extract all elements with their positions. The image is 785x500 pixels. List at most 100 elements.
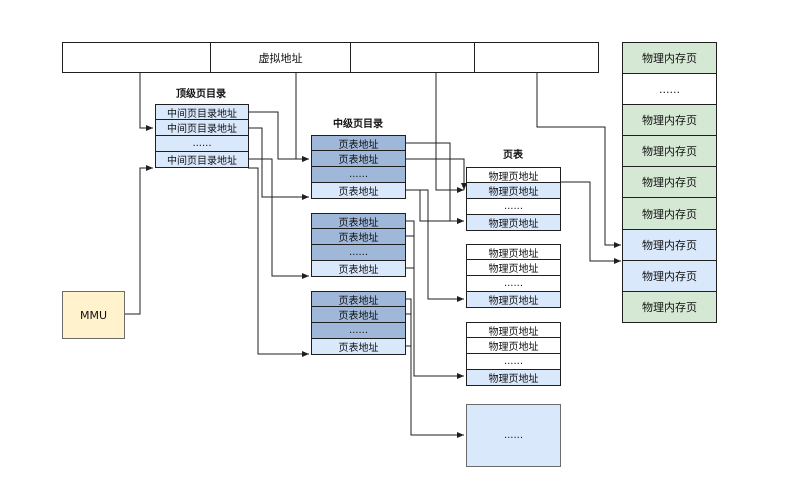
phys-mem-row-6: 物理内存页 [622, 197, 717, 230]
page-table-g1-row-4: 物理页地址 [466, 214, 561, 231]
mid-dir-title: 中级页目录 [333, 119, 383, 130]
mid-dir-g2-row-2: 页表地址 [311, 228, 406, 245]
mid-1d-to-pt-arrow [405, 189, 464, 302]
mid-dir-g3-row-4-label: 页表地址 [338, 343, 379, 354]
page-table-g2-row-1: 物理页地址 [466, 244, 561, 260]
mid-dir-g3-row-1: 页表地址 [311, 291, 406, 307]
top-dir-row-4-label: 中间页目录地址 [167, 156, 237, 167]
mid-dir-g2-row-3: ...... [311, 244, 406, 261]
mid-dir-g1-row-1: 页表地址 [311, 135, 406, 151]
page-table-g1-row-2: 物理页地址 [466, 182, 561, 199]
mid-dir-g1-row-4: 页表地址 [311, 182, 406, 199]
top-dir-to-mid-group-4-arrow [248, 167, 309, 357]
page-table-g2-row-3: ...... [466, 275, 561, 292]
mid-dir-g2-row-2-label: 页表地址 [338, 233, 379, 244]
mmu-box: MMU [62, 291, 125, 339]
mid-dir-g3-row-3: ...... [311, 322, 406, 339]
mid-dir-g2-row-3-label: ...... [348, 247, 369, 258]
page-table-g2-row-4: 物理页地址 [466, 291, 561, 308]
top-dir-row-1-label: 中间页目录地址 [167, 108, 237, 120]
mid-dir-g3-row-3-label: ...... [348, 325, 369, 336]
va-to-phys-mem-arrow [536, 73, 621, 248]
va-segment-1 [62, 42, 211, 73]
top-dir-row-1: 中间页目录地址 [155, 104, 249, 120]
va-to-top-dir-arrow [139, 73, 153, 131]
mid-1c-to-pt-arrow [405, 189, 464, 224]
phys-mem-row-1: 物理内存页 [622, 42, 717, 74]
va-segment-3 [350, 42, 475, 73]
mid-2-to-pt-arrow [405, 220, 464, 379]
mid-dir-g2-row-4: 页表地址 [311, 260, 406, 277]
va-segment-2: 虚拟地址 [210, 42, 351, 73]
page-table-g1-row-1-label: 物理页地址 [488, 171, 539, 183]
mid-1b-to-pt-arrow [405, 158, 467, 190]
top-dir-row-3: ...... [155, 135, 249, 152]
page-table-g3-row-4: 物理页地址 [466, 369, 561, 386]
page-table-g2-row-4-label: 物理页地址 [488, 296, 539, 307]
pt-to-phys-mem-arrow [560, 181, 621, 264]
mmu-to-top-dir-arrow [124, 165, 153, 315]
page-table-g1-row-3-label: ...... [503, 201, 524, 212]
top-dir-to-mid-group-2-arrow [248, 127, 309, 200]
top-dir-row-4: 中间页目录地址 [155, 151, 249, 168]
page-table-g1-row-4-label: 物理页地址 [488, 219, 539, 230]
mid-dir-g1-row-2-label: 页表地址 [338, 155, 379, 166]
mid-dir-g3-row-2: 页表地址 [311, 306, 406, 323]
phys-mem-row-5-label: 物理内存页 [642, 176, 697, 189]
phys-mem-row-4: 物理内存页 [622, 135, 717, 167]
mid-dir-g1-row-1-label: 页表地址 [338, 139, 379, 151]
mid-dir-g1-row-3: ...... [311, 166, 406, 183]
top-dir-title: 顶级页目录 [176, 89, 226, 100]
phys-mem-row-5: 物理内存页 [622, 166, 717, 198]
va-to-page-table-arrow [435, 73, 464, 193]
phys-mem-row-1-label: 物理内存页 [642, 52, 697, 65]
mid-dir-g1-row-4-label: 页表地址 [338, 187, 379, 198]
top-dir-row-2: 中间页目录地址 [155, 119, 249, 136]
mid-dir-g2-row-1-label: 页表地址 [338, 217, 379, 229]
phys-mem-row-9-label: 物理内存页 [642, 301, 697, 314]
page-table-g3-row-2: 物理页地址 [466, 337, 561, 354]
mid-dir-g1-row-3-label: ...... [348, 169, 369, 180]
phys-mem-row-2: ...... [622, 73, 717, 105]
top-dir-row-3-label: ...... [192, 138, 212, 149]
phys-mem-row-7-label: 物理内存页 [642, 239, 697, 252]
mid-dir-g2-row-4-label: 页表地址 [338, 265, 379, 276]
va-to-mid-dir-arrow [295, 73, 309, 162]
phys-mem-row-8-label: 物理内存页 [642, 270, 697, 283]
mmu-label: MMU [79, 308, 108, 322]
page-table-g3-row-3: ...... [466, 353, 561, 370]
top-dir-to-mid-group-3-arrow [248, 158, 309, 279]
mid-1a-to-pt-arrow [405, 142, 464, 224]
phys-mem-row-2-label: ...... [659, 82, 680, 96]
page-table-g1-row-2-label: 物理页地址 [488, 187, 539, 198]
mid-dir-g2-row-1: 页表地址 [311, 213, 406, 229]
page-table-g2-row-3-label: ...... [503, 278, 524, 289]
phys-mem-row-7: 物理内存页 [622, 229, 717, 261]
mid-dir-g3-row-4: 页表地址 [311, 338, 406, 355]
page-table-g1-row-3: ...... [466, 198, 561, 215]
page-table-g3-row-1: 物理页地址 [466, 322, 561, 338]
phys-mem-row-3-label: 物理内存页 [642, 114, 697, 127]
phys-mem-row-3: 物理内存页 [622, 104, 717, 136]
page-table-g1-row-1: 物理页地址 [466, 167, 561, 183]
mid-dir-g3-row-1-label: 页表地址 [338, 295, 379, 307]
page-table-g2-row-2: 物理页地址 [466, 259, 561, 276]
va-segment-4 [474, 42, 599, 73]
page-table-title: 页表 [503, 150, 523, 161]
page-table-more-label: ...... [503, 430, 524, 441]
top-dir-to-mid-group-1-arrow [248, 111, 309, 162]
page-table-g2-row-1-label: 物理页地址 [488, 248, 539, 260]
phys-mem-row-9: 物理内存页 [622, 291, 717, 323]
page-table-g2-row-2-label: 物理页地址 [488, 264, 539, 275]
phys-mem-row-4-label: 物理内存页 [642, 145, 697, 158]
virtual-address-label: 虚拟地址 [258, 51, 303, 65]
phys-mem-row-8: 物理内存页 [622, 260, 717, 292]
page-table-g3-row-1-label: 物理页地址 [488, 326, 539, 338]
top-dir-row-2-label: 中间页目录地址 [167, 124, 237, 135]
page-table-g3-row-3-label: ...... [503, 356, 524, 367]
phys-mem-row-6-label: 物理内存页 [642, 207, 697, 221]
mid-3-to-pt-arrow [405, 298, 464, 438]
mid-dir-g3-row-2-label: 页表地址 [338, 311, 379, 322]
